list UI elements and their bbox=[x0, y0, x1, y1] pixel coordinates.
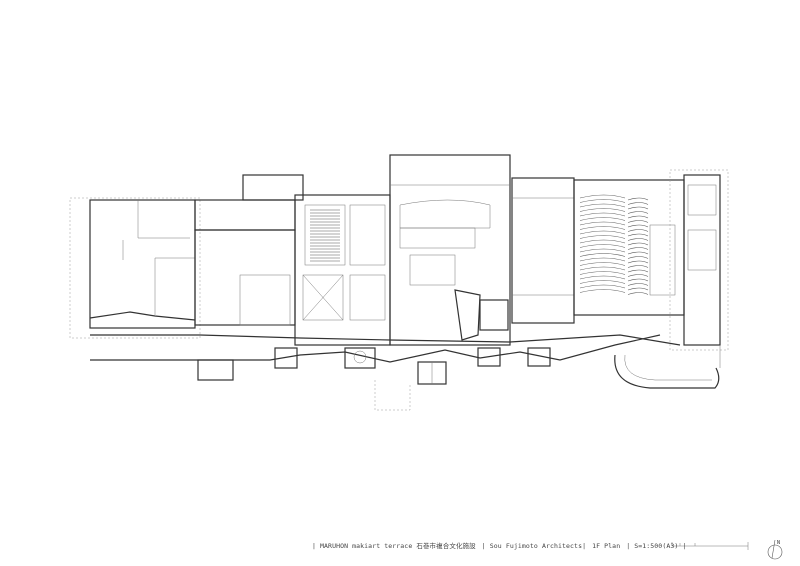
center-block bbox=[389, 154, 511, 346]
seat-row bbox=[579, 266, 649, 273]
scale-bar bbox=[671, 542, 749, 550]
seat-row bbox=[579, 217, 649, 223]
seat-row bbox=[579, 239, 649, 246]
seat-row bbox=[579, 235, 649, 241]
sheet-title: 1F Plan bbox=[592, 542, 621, 550]
architect-name: | Sou Fujimoto Architects| bbox=[481, 542, 587, 550]
seat-row bbox=[579, 280, 649, 286]
north-label: N bbox=[777, 540, 780, 546]
seat-row bbox=[579, 275, 649, 282]
seat-row bbox=[579, 212, 649, 219]
outdoor-stage-curve bbox=[614, 345, 721, 389]
seat-row bbox=[579, 289, 649, 295]
gallery-block bbox=[194, 174, 304, 326]
project-name: | MARUHON makiart terrace 石巻市複合文化施設 bbox=[312, 542, 476, 550]
scale-text: | S=1:500(A3) | bbox=[626, 542, 687, 550]
seat-row bbox=[579, 208, 649, 214]
title-block: | MARUHON makiart terrace 石巻市複合文化施設 | Sou… bbox=[312, 540, 692, 550]
exhibition-wing bbox=[69, 197, 201, 339]
auditorium bbox=[573, 179, 685, 316]
seat-row bbox=[579, 253, 649, 259]
seat-row bbox=[579, 194, 649, 201]
small-hall-block bbox=[294, 194, 391, 346]
seat-row bbox=[579, 199, 649, 205]
main-hall bbox=[511, 177, 575, 324]
seat-row bbox=[579, 284, 649, 291]
seat-row bbox=[579, 221, 649, 228]
seat-row bbox=[579, 226, 649, 232]
seat-row bbox=[579, 244, 649, 250]
seat-row bbox=[579, 203, 649, 210]
east-wing bbox=[669, 169, 729, 351]
north-arrow: N bbox=[766, 538, 786, 566]
north-arrow-icon: N bbox=[767, 539, 783, 560]
seat-row bbox=[579, 271, 649, 277]
south-corridor bbox=[90, 334, 681, 411]
seat-row bbox=[579, 257, 649, 264]
seat-row bbox=[579, 230, 649, 237]
seat-row bbox=[579, 262, 649, 268]
seat-row bbox=[579, 248, 649, 255]
